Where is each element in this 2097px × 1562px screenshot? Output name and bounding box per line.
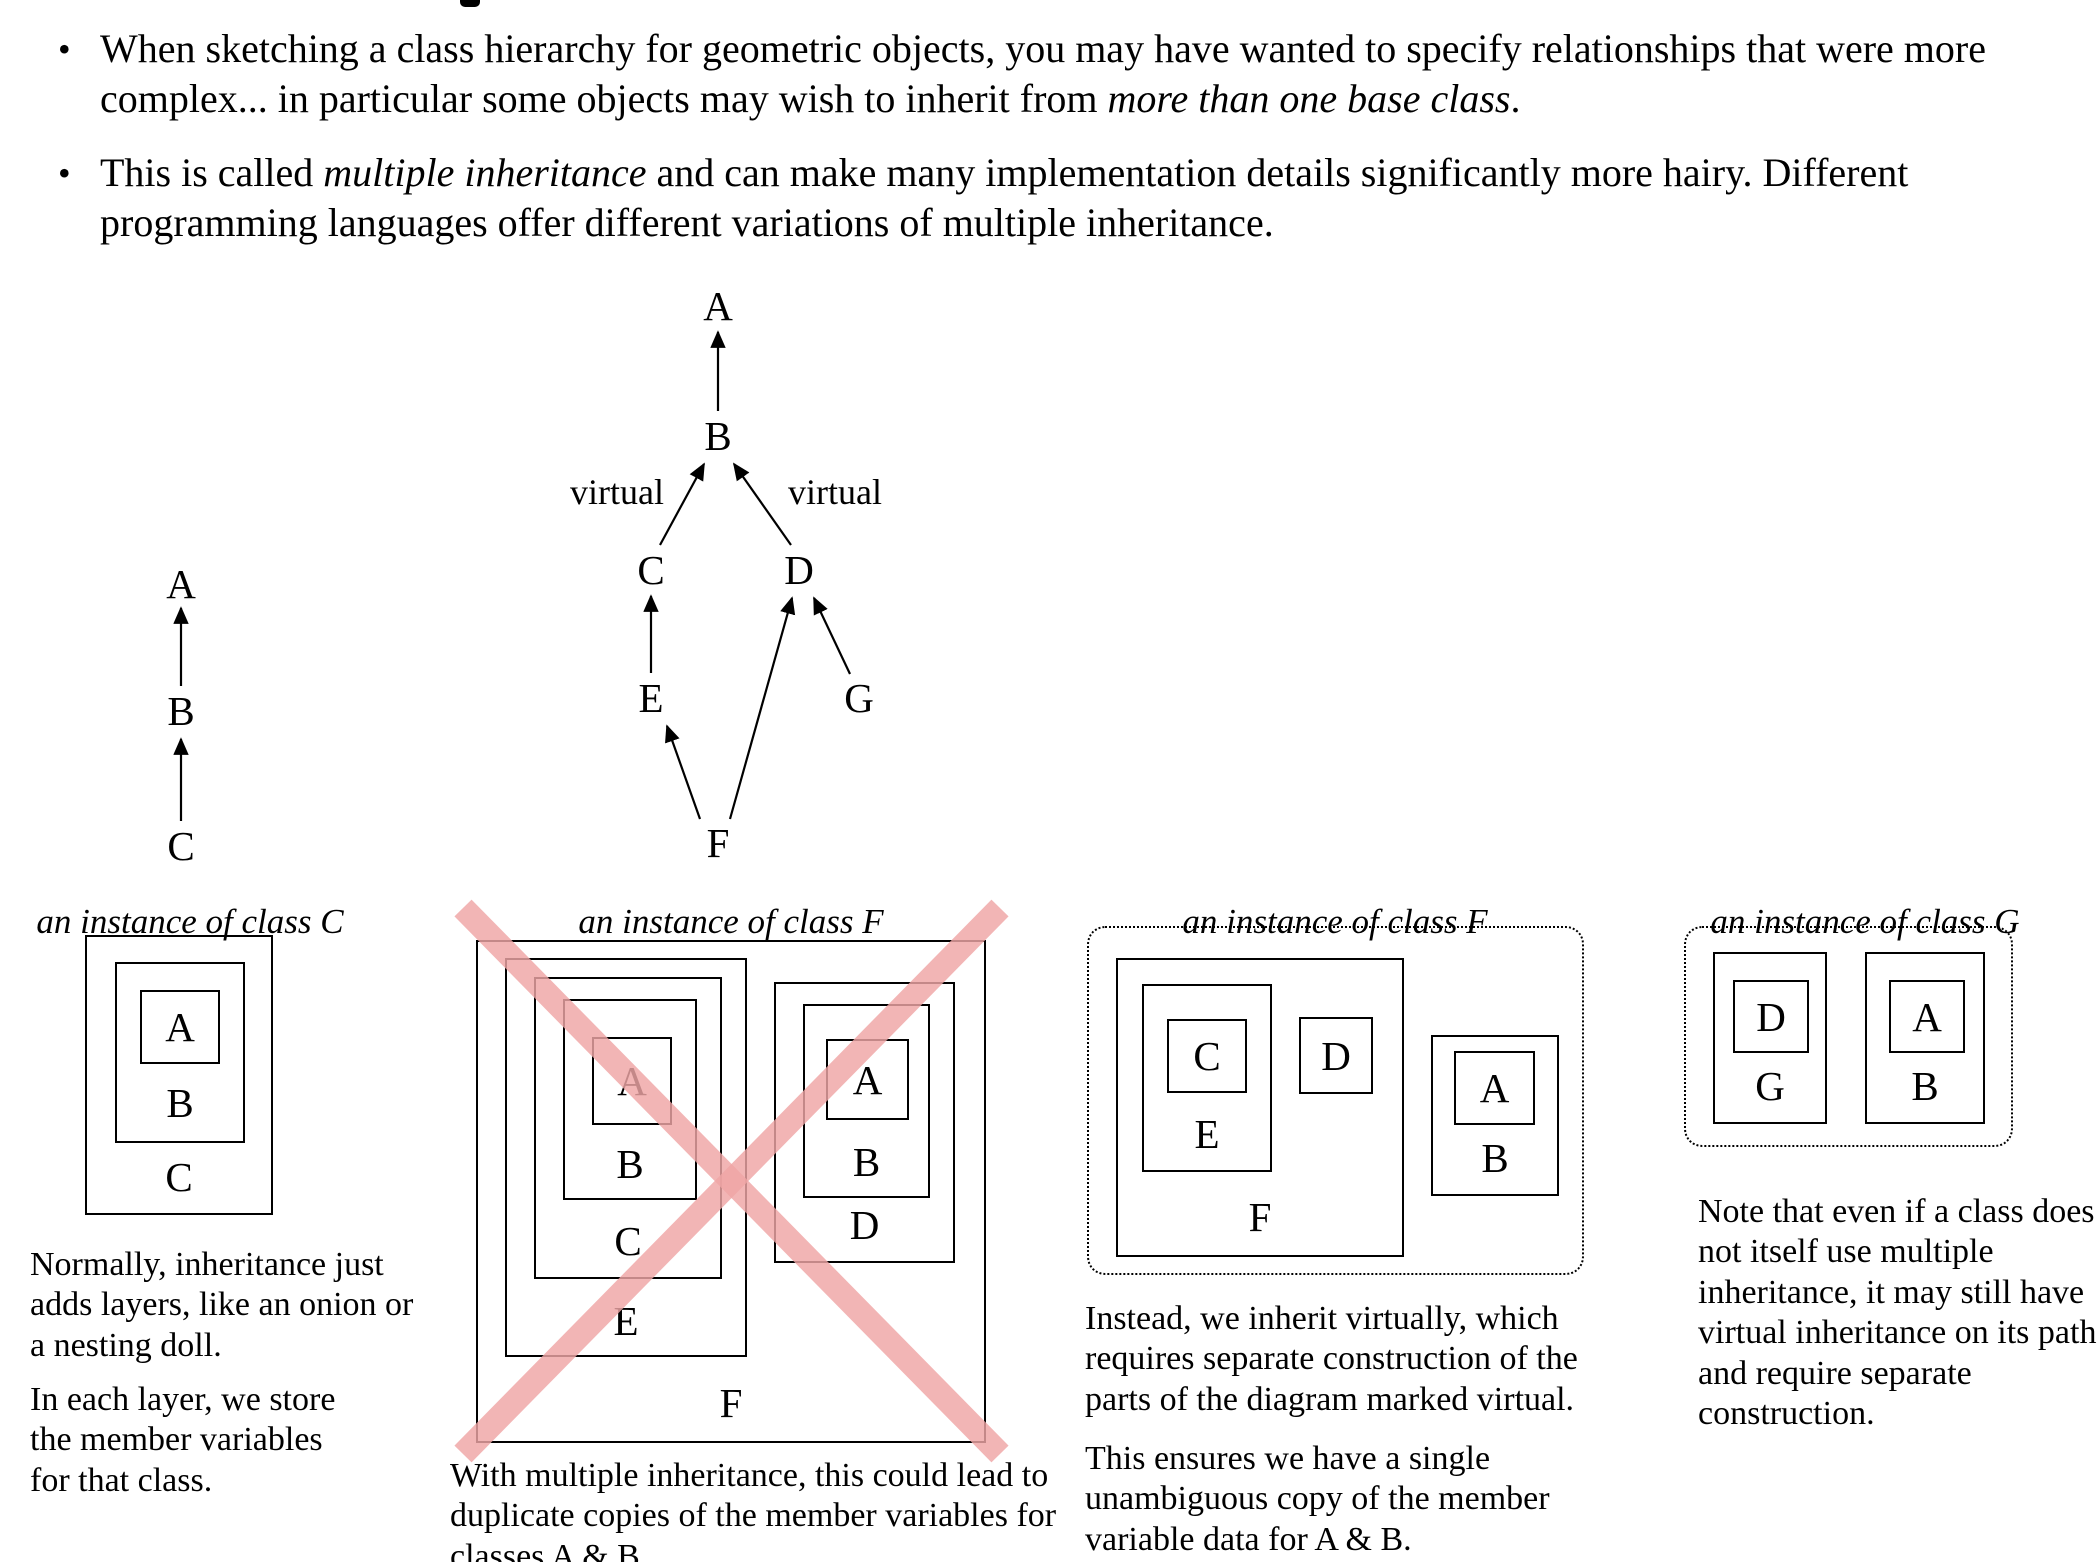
instance-f-dup-box-c: C B A bbox=[534, 977, 722, 1279]
bullet-marker-icon: • bbox=[58, 153, 71, 193]
virtual-label-left: virtual bbox=[570, 472, 664, 512]
bullet-item-2: • This is called multiple inheritance an… bbox=[58, 148, 2062, 248]
instance-g-label-b: B bbox=[1911, 1063, 1939, 1109]
graph-arrow-f-to-d bbox=[728, 596, 796, 820]
bullet-1-pre: When sketching a class hierarchy for geo… bbox=[100, 26, 1986, 121]
instance-f-dup-label-f: F bbox=[719, 1380, 743, 1426]
instance-f-dup-label-a-left: A bbox=[617, 1058, 647, 1104]
instance-g-boundary: G D B A bbox=[1684, 926, 2013, 1147]
instance-f-dup-label-b-right: B bbox=[852, 1139, 881, 1185]
instance-f-virtual-caption-1: Instead, we inherit virtually, which req… bbox=[1085, 1300, 1578, 1418]
instance-f-dup-box-b-right: B A bbox=[803, 1004, 930, 1198]
instance-f-dup-box-b-left: B A bbox=[563, 999, 697, 1200]
bullet-list: • When sketching a class hierarchy for g… bbox=[58, 24, 2062, 272]
instance-f-dup-label-e: E bbox=[613, 1298, 639, 1344]
bullet-2-post: and can make many implementation details… bbox=[100, 150, 1909, 245]
instance-f-virtual-figure: an instance of class F F E C D B A bbox=[1085, 898, 1665, 1562]
instance-f-virtual-box-b: B A bbox=[1431, 1035, 1559, 1196]
graph-node-a: A bbox=[703, 283, 733, 329]
chain-node-c: C bbox=[167, 823, 194, 869]
bullet-2-italic: multiple inheritance bbox=[323, 150, 647, 195]
instance-f-virtual-box-a: A bbox=[1454, 1051, 1535, 1125]
instance-f-dup-box-d: D B A bbox=[774, 982, 955, 1263]
instance-f-virtual-label-f: F bbox=[1248, 1194, 1272, 1240]
bullet-2-pre: This is called bbox=[100, 150, 324, 195]
instance-c-caption-1: Normally, inheritance just adds layers, … bbox=[30, 1246, 414, 1364]
instance-f-virtual-label-e: E bbox=[1194, 1111, 1220, 1157]
instance-f-virtual-box-f: F E C D bbox=[1116, 958, 1404, 1257]
graph-node-c: C bbox=[637, 547, 664, 593]
instance-f-dup-title: an instance of class F bbox=[578, 902, 884, 941]
instance-f-virtual-label-b: B bbox=[1481, 1135, 1509, 1181]
instance-c-label-b: B bbox=[166, 1080, 194, 1126]
instance-g-label-d: D bbox=[1756, 993, 1786, 1040]
instance-g-caption: Note that even if a class does not itsel… bbox=[1698, 1193, 2097, 1433]
instance-f-dup-label-c: C bbox=[614, 1218, 642, 1264]
instance-f-duplicate-figure: an instance of class F F E C B A D bbox=[450, 898, 1110, 1562]
graph-arrow-c-to-b bbox=[659, 462, 705, 546]
instance-g-figure: an instance of class G G D B A Note that… bbox=[1684, 898, 2097, 1562]
instance-f-virtual-box-c: C bbox=[1167, 1019, 1247, 1093]
class-hierarchy-diagram: A B C A B virtual virtual C D E G F bbox=[166, 283, 882, 869]
instance-f-virtual-box-e: E C bbox=[1142, 984, 1272, 1172]
virtual-label-right: virtual bbox=[788, 472, 882, 512]
instance-f-dup-label-d: D bbox=[849, 1202, 880, 1248]
instance-f-dup-caption: With multiple inheritance, this could le… bbox=[450, 1457, 1057, 1562]
instance-g-label-g: G bbox=[1755, 1063, 1785, 1109]
instance-f-dup-box-a-left: A bbox=[592, 1037, 672, 1125]
instance-f-dup-box-e: E C B A bbox=[505, 958, 747, 1357]
graph-node-g: G bbox=[844, 675, 874, 721]
instance-f-virtual-title: an instance of class F bbox=[1182, 902, 1488, 941]
instance-c-figure: an instance of class C C B A Normally, i… bbox=[30, 898, 460, 1562]
instance-c-layer-a: A bbox=[140, 990, 220, 1064]
graph-node-d: D bbox=[784, 547, 814, 593]
instance-f-virtual-label-d: D bbox=[1321, 1032, 1351, 1079]
instance-c-title: an instance of class C bbox=[36, 902, 344, 941]
instance-c-layer-c: C B A bbox=[85, 935, 273, 1215]
instance-g-box-a: A bbox=[1889, 980, 1965, 1053]
instance-c-caption-2: In each layer, we store the member varia… bbox=[30, 1381, 336, 1499]
instance-g-title: an instance of class G bbox=[1710, 902, 2020, 941]
instance-f-dup-label-b-left: B bbox=[616, 1141, 644, 1187]
bullet-marker-icon: • bbox=[58, 29, 71, 69]
bullet-2-text: This is called multiple inheritance and … bbox=[100, 148, 2062, 248]
instance-c-label-c: C bbox=[165, 1154, 193, 1200]
cropped-title-fragment bbox=[460, 0, 480, 7]
instance-f-virtual-box-d: D bbox=[1299, 1017, 1373, 1094]
instance-f-virtual-boundary: F E C D B A bbox=[1087, 926, 1584, 1275]
instance-g-box-d: D bbox=[1733, 980, 1809, 1053]
instance-g-box-g: G D bbox=[1713, 952, 1827, 1124]
instance-f-dup-box-a-right: A bbox=[826, 1039, 909, 1120]
instance-c-layer-b: B A bbox=[115, 962, 245, 1143]
bullet-1-post: . bbox=[1510, 76, 1521, 121]
instance-c-label-a: A bbox=[165, 1004, 195, 1050]
bullet-item-1: • When sketching a class hierarchy for g… bbox=[58, 24, 2062, 124]
graph-node-b: B bbox=[704, 413, 731, 459]
graph-node-f: F bbox=[707, 820, 730, 866]
graph-arrow-d-to-b bbox=[732, 462, 792, 546]
instance-f-virtual-caption-2: This ensures we have a single unambiguou… bbox=[1085, 1440, 1550, 1558]
instance-g-box-b: B A bbox=[1865, 952, 1985, 1124]
instance-f-dup-box-f: F E C B A D B bbox=[476, 940, 986, 1443]
instance-f-virtual-label-a: A bbox=[1479, 1065, 1510, 1111]
graph-arrow-g-to-d bbox=[813, 596, 851, 675]
bullet-1-text: When sketching a class hierarchy for geo… bbox=[100, 24, 2062, 124]
bullet-1-italic: more than one base class bbox=[1107, 76, 1511, 121]
instance-f-dup-label-a-right: A bbox=[852, 1056, 883, 1103]
instance-f-virtual-label-c: C bbox=[1193, 1033, 1221, 1079]
graph-arrow-f-to-e bbox=[665, 724, 702, 820]
instance-g-label-a: A bbox=[1912, 993, 1942, 1040]
graph-node-e: E bbox=[638, 675, 663, 721]
chain-node-a: A bbox=[166, 561, 196, 607]
chain-node-b: B bbox=[167, 688, 194, 734]
